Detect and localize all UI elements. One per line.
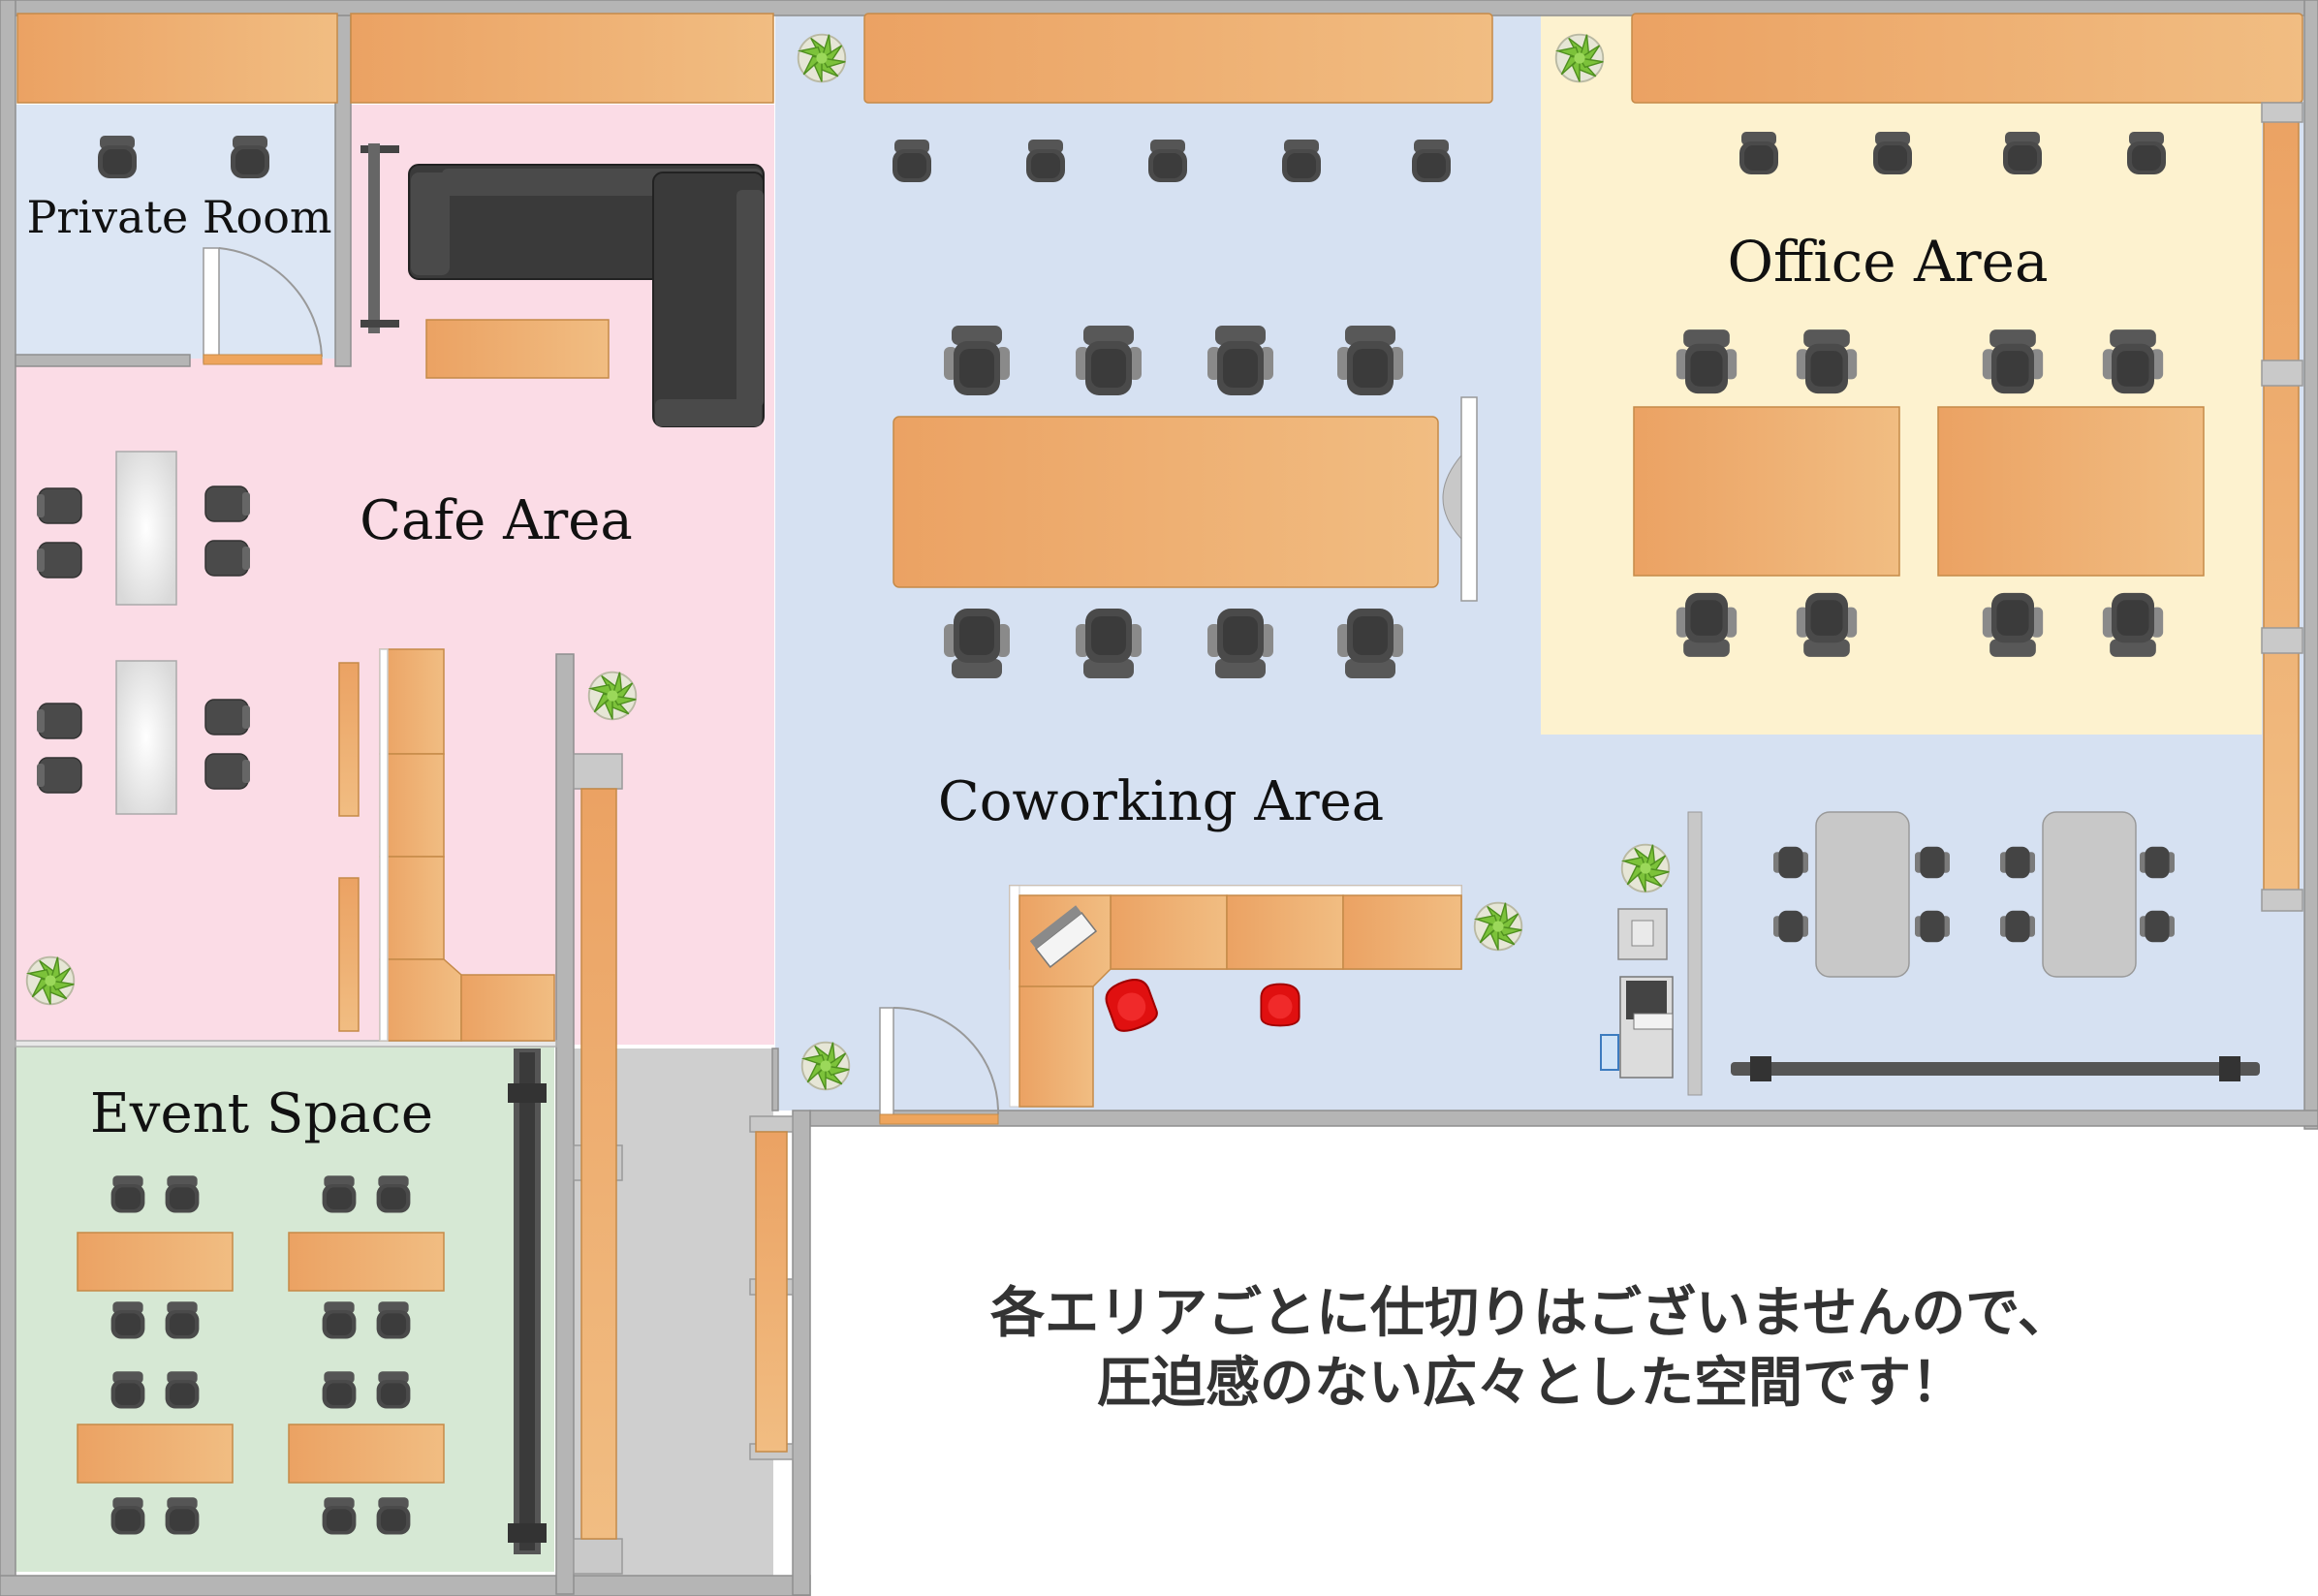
event-space-furniture — [77, 1048, 547, 1554]
window-counters — [16, 13, 2303, 104]
cafe-bench — [338, 648, 555, 1042]
caption-line-2: 圧迫感のない広々とした空間です！ — [1097, 1352, 1965, 1415]
event-space-label: Event Space — [90, 1082, 433, 1145]
cafe-chairs — [38, 485, 249, 794]
caption-text: 各エリアごとに仕切りはございませんので、 圧迫感のない広々とした空間です！ — [843, 1279, 2219, 1419]
cafe-area-label: Cafe Area — [360, 489, 633, 552]
office-area-furniture — [1633, 132, 2205, 657]
private-room-furniture — [98, 136, 323, 365]
caption-line-1: 各エリアごとに仕切りはございませんので、 — [989, 1282, 2073, 1345]
office-area-label: Office Area — [1727, 229, 2048, 295]
coworking-area-label: Coworking Area — [938, 770, 1384, 833]
private-room-label: Private Room — [26, 191, 331, 243]
cafe-area-furniture — [45, 143, 765, 815]
event-space-floor — [16, 1045, 554, 1572]
coworking-area-furniture — [879, 140, 2260, 1125]
